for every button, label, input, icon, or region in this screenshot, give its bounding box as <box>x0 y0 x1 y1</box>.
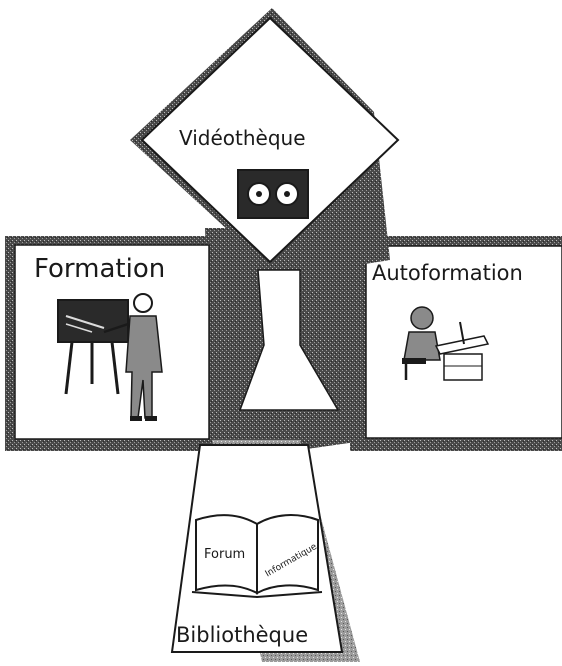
formation-label: Formation <box>34 254 165 284</box>
videotheque-label: Vidéothèque <box>179 126 306 150</box>
open-book-icon: Forum Informatique <box>192 515 322 597</box>
autoformation-panel: Autoformation <box>350 236 562 451</box>
autoformation-label: Autoformation <box>372 261 523 285</box>
formation-panel: Formation <box>5 236 217 451</box>
bibliotheque-label: Bibliothèque <box>176 623 308 647</box>
book-left-page-text: Forum <box>204 547 245 562</box>
bibliotheque-panel: Bibliothèque Forum Informatique <box>172 440 360 662</box>
video-cassette-icon <box>238 170 308 218</box>
